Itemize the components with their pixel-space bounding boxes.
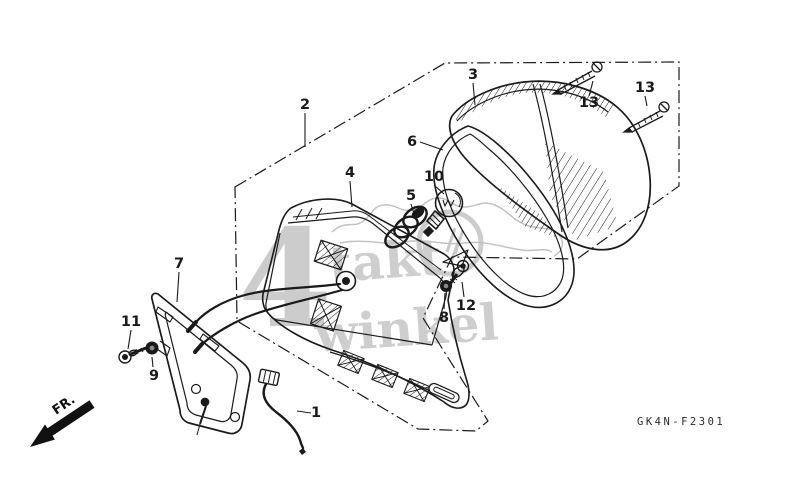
terminal-block-upper — [313, 239, 349, 271]
bolt-11 — [118, 346, 147, 364]
nut-8 — [440, 280, 452, 292]
wire-connector — [257, 368, 281, 387]
lens-hatch-front — [545, 142, 618, 240]
part-label-2: 2 — [300, 97, 310, 113]
lens-hatch-corner — [498, 186, 558, 238]
part-label-13b: 13 — [635, 80, 655, 96]
bulb — [422, 188, 464, 238]
part-label-12: 12 — [456, 298, 476, 314]
license-bracket — [150, 292, 252, 436]
part-label-1: 1 — [311, 405, 321, 421]
wire-boss — [335, 270, 357, 292]
stay-slot — [428, 382, 460, 404]
taillight-body — [186, 198, 470, 409]
part-label-5: 5 — [406, 188, 416, 204]
part-labels: 1 2 3 4 5 6 7 8 9 10 11 12 13 13 — [121, 67, 655, 421]
screw-12 — [448, 259, 470, 285]
part-label-8: 8 — [439, 310, 449, 326]
part-label-7: 7 — [174, 256, 184, 272]
grommet — [384, 205, 428, 249]
stay-block-2 — [371, 363, 399, 389]
front-direction-marker: FR. — [30, 392, 95, 447]
wire-lead — [257, 368, 306, 455]
nut-9 — [145, 341, 159, 355]
part-label-10: 10 — [424, 169, 444, 185]
assembly-boundary — [234, 61, 680, 432]
leader-lines — [127, 80, 648, 414]
stay-block-3 — [403, 377, 431, 403]
fr-arrow-icon — [30, 400, 95, 447]
bracket-stud — [196, 397, 210, 436]
part-label-6: 6 — [407, 134, 417, 150]
diagram-code: GK4N-F2301 — [637, 416, 725, 428]
stay-block-1 — [337, 349, 365, 375]
part-label-13a: 13 — [579, 95, 599, 111]
lens-gasket — [433, 125, 575, 309]
screw-13-b — [622, 101, 670, 133]
part-label-9: 9 — [149, 368, 159, 384]
lens-hatch-top — [452, 81, 617, 123]
part-label-4: 4 — [345, 165, 355, 181]
screw-13-a — [551, 61, 603, 95]
terminal-block-lower — [309, 298, 343, 332]
part-label-11: 11 — [121, 314, 141, 330]
taillight-wires — [186, 282, 344, 354]
taillight-lens — [448, 80, 652, 251]
watermark: 4 takt winkel — [238, 199, 500, 364]
part-label-3: 3 — [468, 67, 478, 83]
body-mount-tab — [442, 249, 469, 267]
